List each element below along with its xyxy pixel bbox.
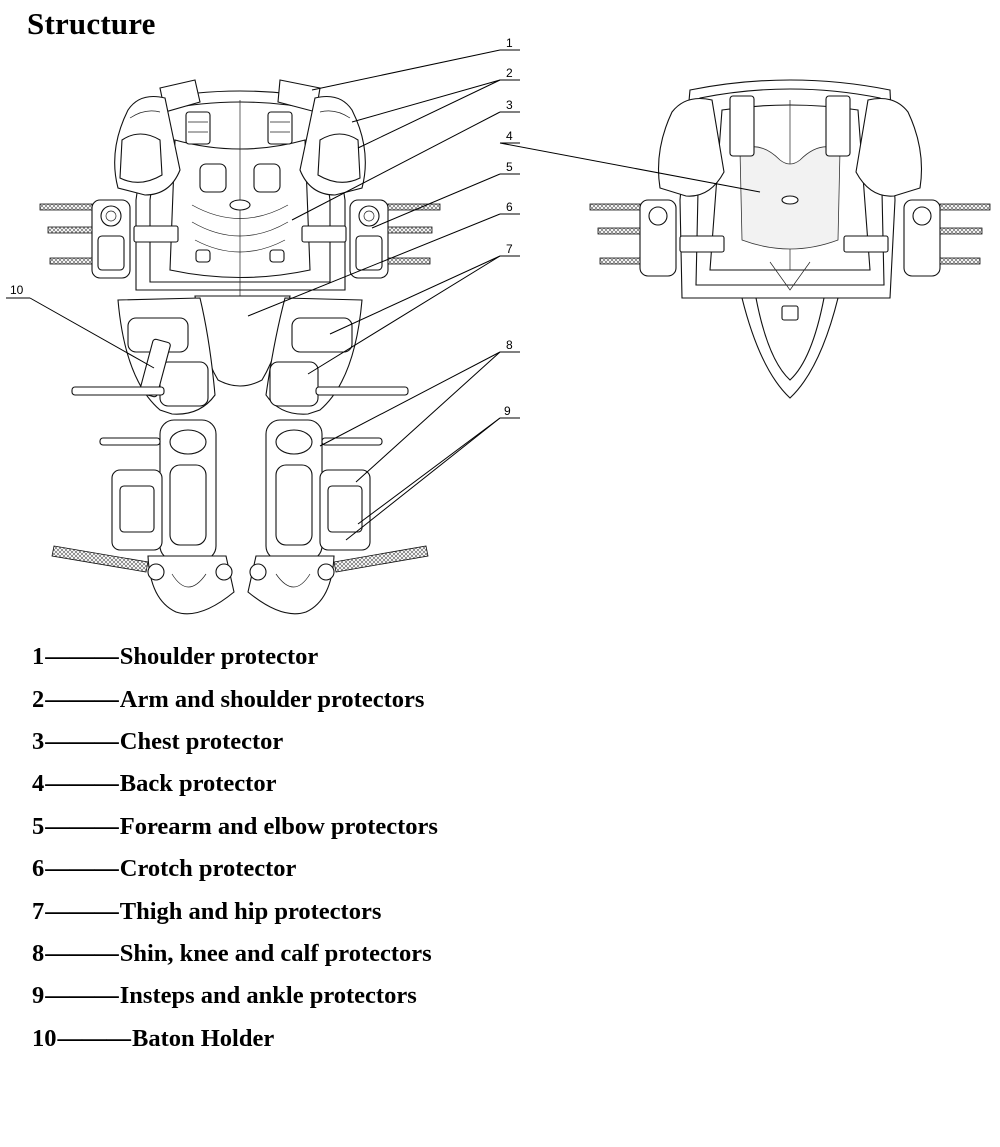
parts-legend: 1———Shoulder protector 2———Arm and shoul… bbox=[32, 636, 438, 1060]
callout-1: 1 bbox=[506, 36, 513, 50]
front-arm-shoulder-protectors bbox=[114, 95, 366, 196]
legend-dash: ——— bbox=[45, 812, 119, 840]
callout-10: 10 bbox=[10, 283, 24, 297]
legend-item: 7———Thigh and hip protectors bbox=[32, 890, 438, 932]
legend-item: 5———Forearm and elbow protectors bbox=[32, 806, 438, 848]
legend-label: Thigh and hip protectors bbox=[119, 897, 382, 925]
legend-item: 6———Crotch protector bbox=[32, 848, 438, 890]
legend-label: Back protector bbox=[119, 770, 277, 798]
legend-label: Arm and shoulder protectors bbox=[119, 685, 425, 713]
back-view bbox=[589, 79, 991, 399]
front-thigh-protectors bbox=[71, 297, 409, 415]
legend-number: 5 bbox=[32, 812, 45, 840]
callout-lines bbox=[6, 49, 761, 541]
callout-8: 8 bbox=[506, 338, 513, 352]
front-chest-protector bbox=[135, 90, 346, 300]
callout-3: 3 bbox=[506, 98, 513, 112]
legend-dash: ——— bbox=[45, 939, 119, 967]
legend-dash: ——— bbox=[57, 1024, 132, 1052]
legend-label: Chest protector bbox=[119, 727, 284, 755]
front-shoulder-protectors bbox=[159, 79, 321, 145]
legend-number: 3 bbox=[32, 727, 45, 755]
front-shin-protectors bbox=[99, 419, 383, 561]
legend-dash: ——— bbox=[45, 982, 119, 1010]
legend-number: 7 bbox=[32, 897, 45, 925]
legend-label: Crotch protector bbox=[119, 855, 297, 883]
front-right-buckle bbox=[301, 225, 347, 243]
body-armor-diagram: 1 2 3 4 5 6 7 8 9 10 bbox=[6, 36, 991, 615]
legend-label: Insteps and ankle protectors bbox=[119, 982, 417, 1010]
callout-2: 2 bbox=[506, 66, 513, 80]
legend-item: 8———Shin, knee and calf protectors bbox=[32, 933, 438, 975]
legend-number: 10 bbox=[32, 1024, 57, 1052]
legend-dash: ——— bbox=[45, 855, 119, 883]
legend-dash: ——— bbox=[45, 770, 119, 798]
legend-item: 4———Back protector bbox=[32, 763, 438, 805]
legend-dash: ——— bbox=[45, 685, 119, 713]
legend-label: Shoulder protector bbox=[119, 643, 319, 671]
callout-5: 5 bbox=[506, 160, 513, 174]
front-left-buckle bbox=[133, 225, 179, 243]
legend-item: 2———Arm and shoulder protectors bbox=[32, 678, 438, 720]
callout-9: 9 bbox=[504, 404, 511, 418]
callout-6: 6 bbox=[506, 200, 513, 214]
legend-label: Baton Holder bbox=[132, 1024, 275, 1052]
legend-dash: ——— bbox=[45, 727, 119, 755]
front-view bbox=[39, 79, 441, 615]
callout-7: 7 bbox=[506, 242, 513, 256]
legend-number: 8 bbox=[32, 939, 45, 967]
legend-number: 6 bbox=[32, 855, 45, 883]
legend-number: 1 bbox=[32, 643, 45, 671]
legend-number: 4 bbox=[32, 770, 45, 798]
legend-dash: ——— bbox=[45, 897, 119, 925]
legend-item: 10———Baton Holder bbox=[32, 1018, 438, 1060]
legend-number: 9 bbox=[32, 982, 45, 1010]
legend-dash: ——— bbox=[45, 643, 119, 671]
page-title: Structure bbox=[27, 6, 156, 41]
legend-item: 1———Shoulder protector bbox=[32, 636, 438, 678]
front-forearm-protectors bbox=[39, 199, 441, 279]
legend-item: 3———Chest protector bbox=[32, 721, 438, 763]
legend-item: 9———Insteps and ankle protectors bbox=[32, 975, 438, 1017]
legend-number: 2 bbox=[32, 685, 45, 713]
callout-4: 4 bbox=[506, 129, 513, 143]
callout-numbers: 1 2 3 4 5 6 7 8 9 10 bbox=[10, 36, 513, 418]
front-instep-protectors bbox=[51, 545, 429, 615]
legend-label: Shin, knee and calf protectors bbox=[119, 939, 432, 967]
legend-label: Forearm and elbow protectors bbox=[119, 812, 438, 840]
